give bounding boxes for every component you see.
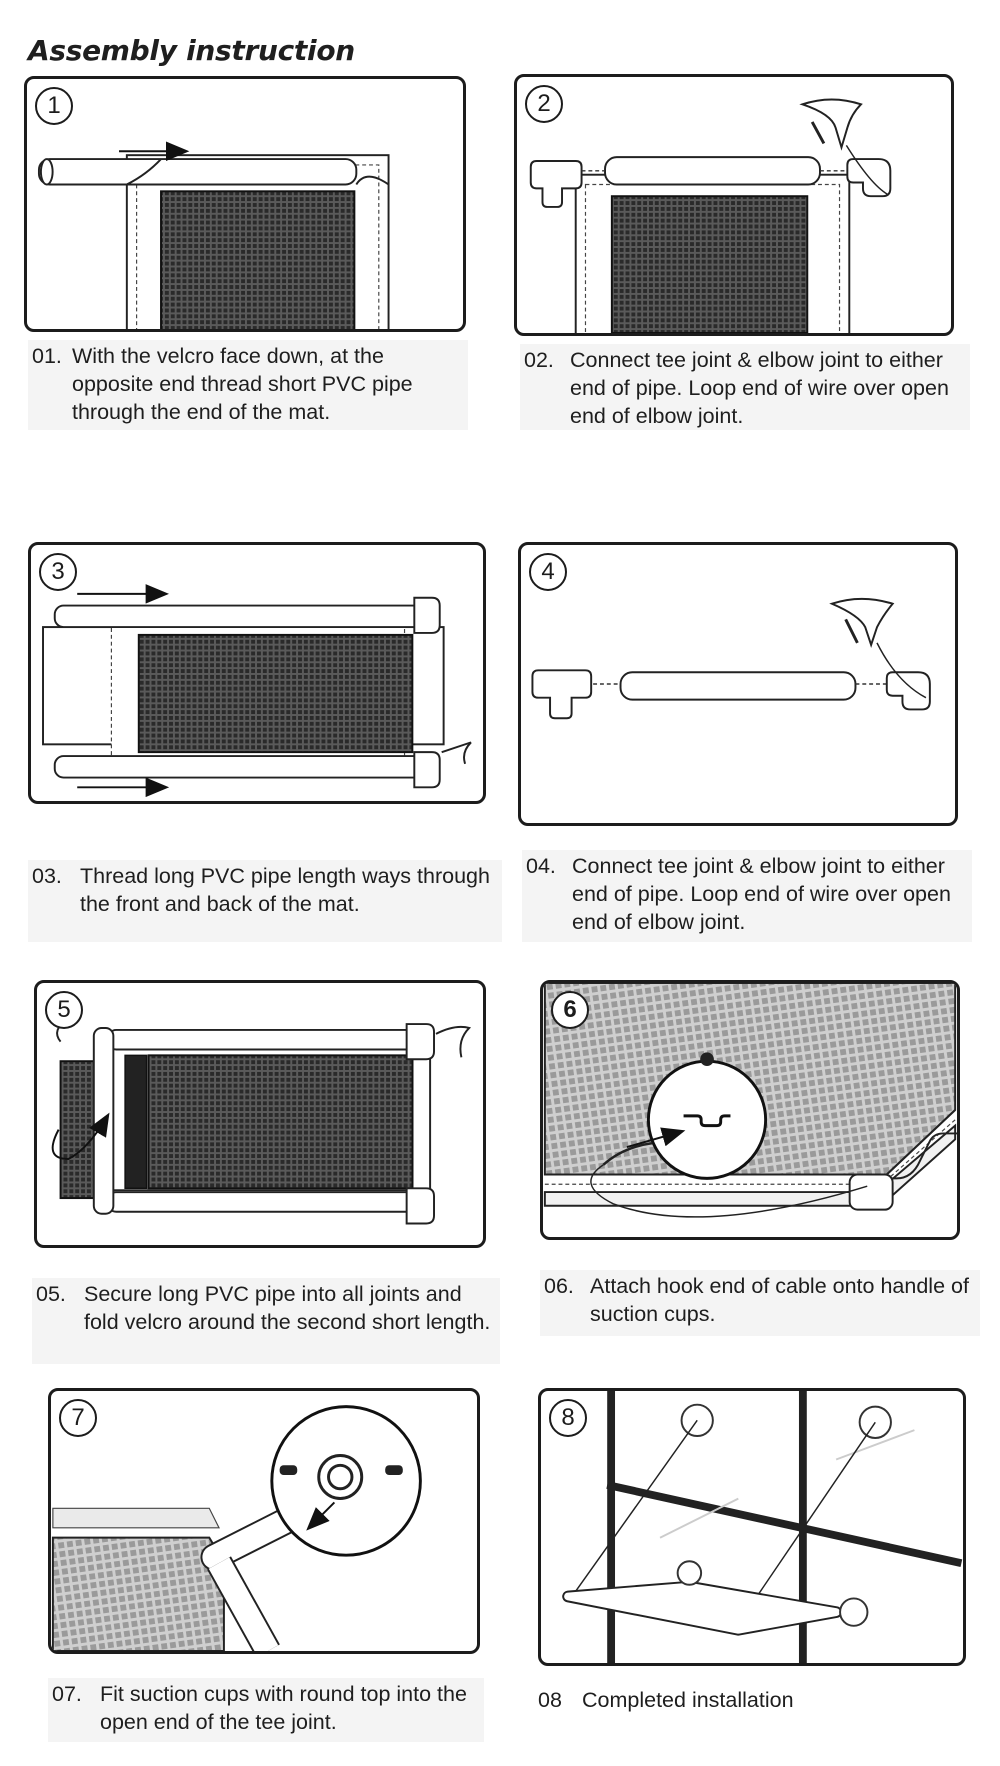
step-8-illustration: 8 [538, 1388, 966, 1666]
step-6-badge: 6 [551, 991, 589, 1029]
step-5-number: 05. [36, 1282, 66, 1306]
step-6-number: 06. [544, 1274, 574, 1298]
step-1-badge: 1 [35, 87, 73, 125]
step-3-number: 03. [32, 864, 62, 888]
step-7-badge: 7 [59, 1399, 97, 1437]
step-4-badge: 4 [529, 553, 567, 591]
step-5-caption: 05. Secure long PVC pipe into all joints… [32, 1278, 500, 1364]
step-3-caption: 03. Thread long PVC pipe length ways thr… [28, 860, 502, 942]
step-1-text: With the velcro face down, at the opposi… [72, 344, 413, 424]
step-5-text: Secure long PVC pipe into all joints and… [84, 1282, 491, 1334]
step-3-illustration: 3 [28, 542, 486, 804]
step-8-text: Completed installation [582, 1688, 794, 1712]
step-1-number: 01. [32, 344, 62, 368]
step-5-badge: 5 [45, 991, 83, 1029]
step-2-badge: 2 [525, 85, 563, 123]
step-7-number: 07. [52, 1682, 82, 1706]
step-2-drawing [529, 98, 892, 333]
step-2-text: Connect tee joint & elbow joint to eithe… [570, 348, 949, 428]
step-7-drawing [51, 1405, 422, 1651]
step-4-illustration: 4 [518, 542, 958, 826]
step-1-illustration: 1 [24, 76, 466, 332]
step-3-text: Thread long PVC pipe length ways through… [80, 864, 490, 916]
step-5-drawing [51, 1017, 472, 1225]
step-4-caption: 04. Connect tee joint & elbow joint to e… [522, 850, 972, 942]
step-6-illustration: 6 [540, 980, 960, 1240]
step-6-drawing [543, 983, 957, 1218]
step-3-drawing [42, 584, 472, 798]
step-7-caption: 07. Fit suction cups with round top into… [48, 1678, 484, 1742]
page-title: Assembly instruction [28, 34, 355, 67]
step-2-caption: 02. Connect tee joint & elbow joint to e… [520, 344, 970, 430]
step-6-caption: 06. Attach hook end of cable onto handle… [540, 1270, 980, 1336]
step-6-text: Attach hook end of cable onto handle of … [590, 1274, 969, 1326]
step-4-drawing [531, 597, 931, 720]
step-7-illustration: 7 [48, 1388, 480, 1654]
step-1-caption: 01. With the velcro face down, at the op… [28, 340, 468, 430]
step-8-badge: 8 [549, 1399, 587, 1437]
step-2-number: 02. [524, 348, 554, 372]
step-8-drawing [562, 1391, 963, 1663]
step-8-number: 08 [538, 1688, 562, 1712]
step-2-illustration: 2 [514, 74, 954, 336]
step-8-caption: 08 Completed installation [534, 1684, 834, 1722]
step-4-text: Connect tee joint & elbow joint to eithe… [572, 854, 951, 934]
step-5-illustration: 5 [34, 980, 486, 1248]
step-7-text: Fit suction cups with round top into the… [100, 1682, 467, 1734]
step-4-number: 04. [526, 854, 556, 878]
step-3-badge: 3 [39, 553, 77, 591]
step-1-drawing [37, 141, 390, 329]
